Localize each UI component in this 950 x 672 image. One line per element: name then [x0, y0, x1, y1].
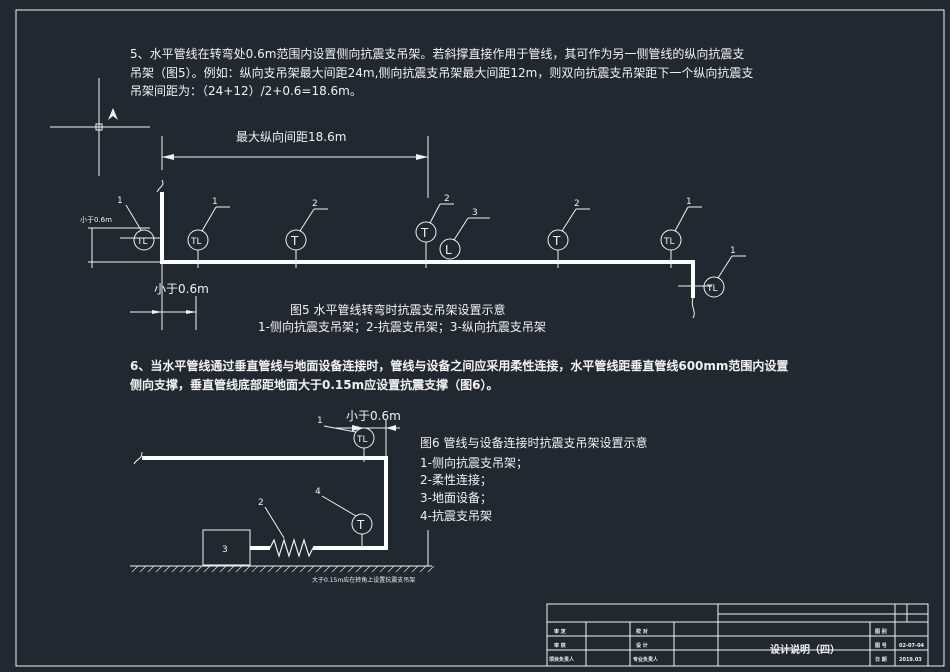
fig6-item3: 3-地面设备； — [420, 491, 492, 505]
tl-symbol: TL — [663, 237, 675, 247]
fig6-small-label: 小于0.6m — [346, 409, 401, 423]
tb-r1c2: 校 对 — [636, 628, 648, 635]
equipment-label: 3 — [222, 545, 228, 555]
drawing-frame — [15, 9, 945, 667]
leader-number: 1 — [730, 246, 736, 256]
note5-line1: 5、水平管线在转弯处0.6m范围内设置侧向抗震支吊架。若斜撑直接作用于管线，其可… — [130, 46, 744, 61]
note5-line3: 吊架间距为：（24+12）/2+0.6=18.6m。 — [130, 84, 362, 98]
ucs-crosshair-icon[interactable] — [50, 78, 150, 176]
fig6-item1: 1-侧向抗震支吊架； — [420, 455, 528, 470]
fig6-flex-leader: 2 — [258, 498, 285, 539]
note5-line2: 吊架（图5）。例如：纵向支吊架最大间距24m,侧向抗震支吊架最大间距12m，则双… — [130, 65, 753, 80]
fig6-flexible-joint — [269, 537, 314, 559]
fig5-caption: 图5 水平管线转弯时抗震支吊架设置示意 — [290, 302, 505, 317]
note6-line2: 侧向支撑，垂直管线底部距地面大于0.15m应设置抗震支撑（图6）。 — [130, 377, 498, 392]
tb-title: 设计说明（四） — [770, 643, 840, 656]
leader-number: 3 — [472, 208, 478, 218]
t-symbol: T — [356, 518, 365, 532]
leader-number: 1 — [686, 197, 692, 207]
tl-symbol: TL — [190, 237, 202, 247]
leader-number: 2 — [258, 498, 264, 508]
tb-r3c2: 专业负责人 — [633, 656, 659, 663]
leader-number: 1 — [117, 196, 123, 206]
tl-symbol: TL — [356, 435, 368, 445]
fig5-support-t-1[interactable]: T 2 — [285, 199, 328, 268]
fig5-support-l[interactable]: L 3 — [439, 208, 490, 260]
tb-label-fig: 图 别 — [875, 628, 887, 635]
fig5-support-t-3[interactable]: T 2 — [547, 199, 590, 268]
fig5-support-tl-2[interactable]: TL 1 — [187, 197, 230, 268]
fig6-ground — [130, 530, 435, 573]
fig5-small-label-tiny: 小于0.6m — [80, 215, 112, 224]
tb-label-num: 图 号 — [875, 642, 887, 649]
fig5-dimension — [161, 136, 429, 198]
fig6-item2: 2-柔性连接； — [420, 472, 492, 487]
leader-number: 2 — [444, 194, 450, 204]
fig6-support-t[interactable]: T 4 — [315, 487, 373, 548]
fig5-small-label: 小于0.6m — [154, 282, 209, 296]
l-symbol: L — [445, 243, 452, 257]
tb-r2c2: 设 计 — [636, 642, 648, 649]
t-symbol: T — [420, 226, 429, 240]
tb-r1c1: 审 定 — [554, 628, 566, 635]
leader-number: 2 — [312, 199, 318, 209]
tb-val-num: 02-07-04 — [899, 643, 925, 649]
tl-symbol: TL — [136, 237, 148, 247]
fig5-legend: 1-侧向抗震支吊架；2-抗震支吊架；3-纵向抗震支吊架 — [258, 319, 546, 334]
fig6-item4: 4-抗震支吊架 — [420, 508, 492, 523]
fig5-support-t-2[interactable]: T 2 — [415, 194, 454, 268]
note6-line1: 6、当水平管线通过垂直管线与地面设备连接时，管线与设备之间应采用柔性连接，水平管… — [130, 358, 788, 373]
tb-val-date: 2019.03 — [899, 657, 922, 663]
t-symbol: T — [552, 234, 561, 248]
fig6-ground-note: 大于0.15m应在转角上设置抗震支吊架 — [312, 576, 415, 584]
fig5-support-tl-1[interactable]: TL 1 — [117, 196, 160, 251]
leader-number: 1 — [317, 416, 323, 426]
leader-number: 4 — [315, 487, 321, 497]
fig5-bottom-dim — [130, 264, 197, 330]
fig5-pipe — [156, 179, 695, 319]
fig5-dim-label: 最大纵向间距18.6m — [236, 129, 346, 144]
t-symbol: T — [290, 234, 299, 248]
tb-r3c1: 项目负责人 — [549, 656, 575, 663]
fig5-support-tl-4[interactable]: TL 1 — [678, 246, 746, 298]
fig5-support-tl-3[interactable]: TL 1 — [660, 197, 702, 268]
tb-label-date: 日 期 — [875, 656, 887, 663]
fig6-caption: 图6 管线与设备连接时抗震支吊架设置示意 — [420, 435, 647, 450]
fig6-pipe — [133, 451, 388, 550]
leader-number: 1 — [212, 197, 218, 207]
title-block — [546, 603, 929, 667]
tb-r2c1: 审 核 — [554, 642, 566, 649]
fig6-top-dim — [336, 420, 400, 456]
fig6-support-tl[interactable]: TL 1 — [317, 416, 375, 462]
fig6-equipment: 3 — [202, 529, 251, 566]
tl-symbol: TL — [706, 284, 718, 294]
leader-number: 2 — [574, 199, 580, 209]
